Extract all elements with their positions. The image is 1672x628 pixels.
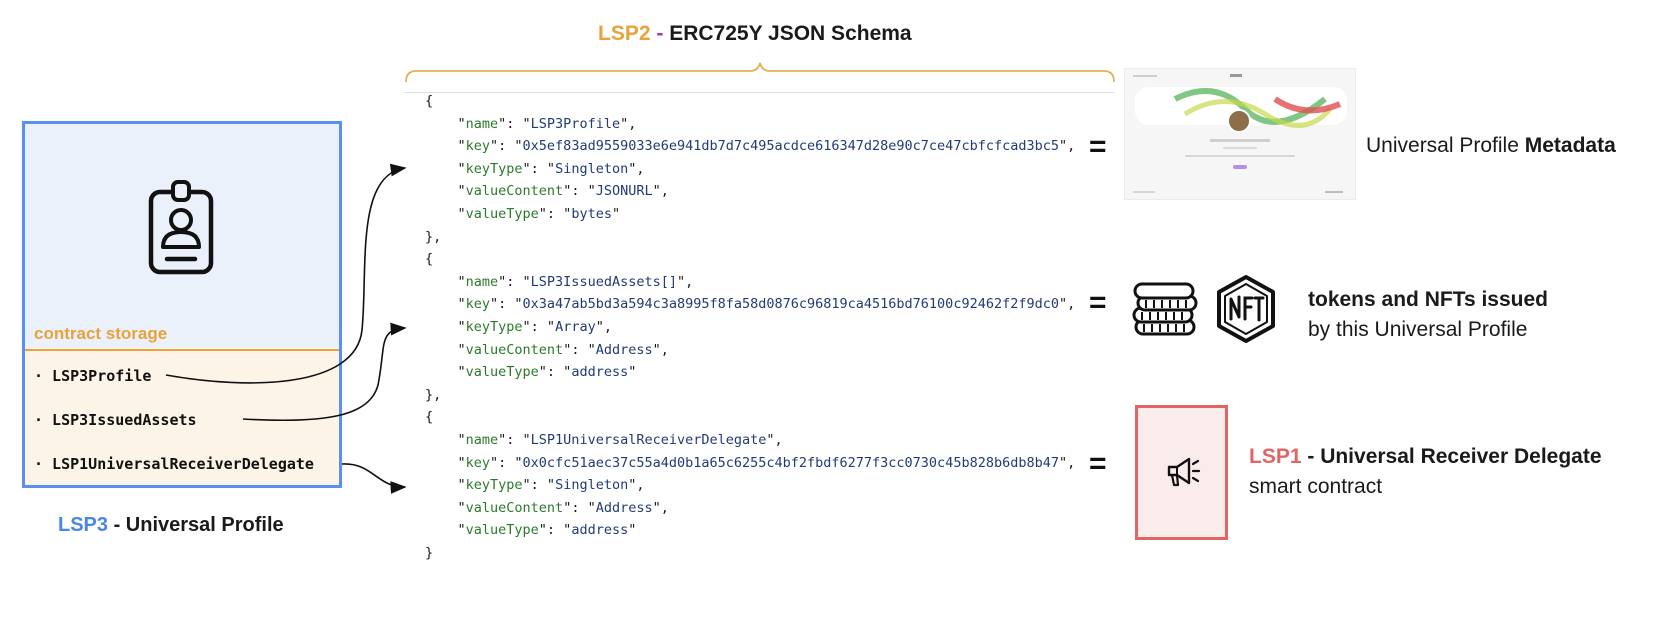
profile-thumbnail	[1124, 68, 1356, 200]
caption-lsp3: LSP3	[58, 514, 109, 536]
contract-storage-area	[25, 348, 339, 485]
megaphone-icon	[1167, 457, 1201, 487]
diagram-title: LSP2 - ERC725Y JSON Schema	[598, 22, 912, 46]
universal-profile-caption: LSP3 - Universal Profile	[58, 514, 284, 537]
metadata-label: Universal Profile Metadata	[1366, 134, 1616, 157]
nft-icon	[1217, 275, 1275, 343]
title-rest: ERC725Y JSON Schema	[669, 22, 912, 45]
lsp1-title: LSP1 - Universal Receiver Delegate	[1249, 445, 1602, 468]
equals-sign-assets: =	[1089, 286, 1107, 319]
storage-item-lsp3issuedassets: · LSP3IssuedAssets	[34, 411, 197, 429]
arrow-lsp1urd	[341, 463, 407, 494]
id-badge-icon	[148, 180, 214, 275]
caption-rest: - Universal Profile	[108, 514, 284, 536]
storage-item-lsp1urd: · LSP1UniversalReceiverDelegate	[34, 455, 314, 473]
storage-item-lsp3profile: · LSP3Profile	[34, 367, 152, 385]
coins-icon	[1132, 282, 1198, 336]
universal-receiver-delegate-box	[1135, 405, 1228, 540]
equals-sign-urd: =	[1089, 447, 1107, 480]
tokens-subtitle: by this Universal Profile	[1308, 318, 1528, 341]
title-dash: -	[650, 22, 670, 45]
equals-sign-metadata: =	[1089, 130, 1107, 163]
storage-divider	[25, 349, 339, 351]
lsp1-subtitle: smart contract	[1249, 475, 1383, 498]
json-schema-code: { "name": "LSP3Profile", "key": "0x5ef83…	[425, 93, 1076, 561]
arrow-lsp3issuedassets	[242, 322, 407, 422]
curly-brace	[405, 62, 1115, 83]
title-lsp2: LSP2	[598, 22, 651, 45]
divider-line	[404, 92, 1114, 93]
contract-storage-label: contract storage	[34, 324, 168, 343]
arrow-lsp3profile	[165, 163, 407, 384]
tokens-title: tokens and NFTs issued	[1308, 288, 1548, 311]
